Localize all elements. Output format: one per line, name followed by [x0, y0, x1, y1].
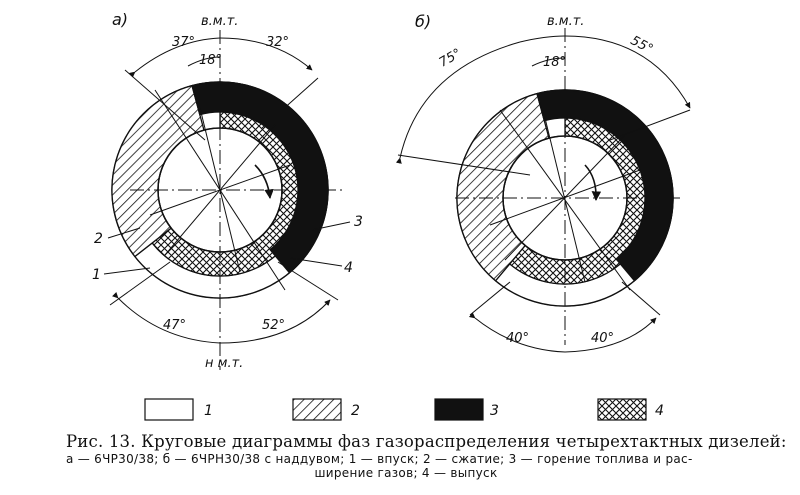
legend-number-3: 3: [490, 403, 499, 419]
diagram-b: б) в.м.т. 75° 55° 18° 40° 40°: [395, 12, 691, 353]
diagram-b-panel-label: б): [415, 12, 431, 31]
diagram-b-angle-bottom-left: 40°: [506, 331, 529, 346]
diagram-b-angle-bottom-right: 40°: [591, 331, 614, 346]
legend-number-2: 2: [351, 403, 360, 419]
diagram-b-rings: [456, 89, 674, 307]
diagram-a-bdc-label: н м.т.: [205, 356, 243, 371]
diagram-a-callout-3: 3: [354, 214, 363, 230]
diagram-a-angle-top-right: 32°: [266, 35, 289, 50]
diagram-a-angle-inner-top: 18°: [199, 53, 222, 68]
legend-swatch-intake: [144, 398, 194, 421]
legend: 1 2 3 4: [144, 398, 664, 421]
diagram-a-tdc-label: в.м.т.: [201, 14, 238, 29]
diagram-a-callout-2: 2: [94, 231, 103, 247]
diagram-a-angle-bottom-right: 52°: [262, 318, 285, 333]
diagram-a-angle-bottom-left: 47°: [163, 318, 186, 333]
diagram-b-angle-inner-top: 18°: [543, 55, 566, 70]
caption-legend-line-continued: ширение газов; 4 — выпуск: [314, 466, 498, 480]
diagram-a-callout-1: 1: [92, 267, 101, 283]
legend-swatch-combustion: [434, 398, 484, 421]
diagram-a-callout-4: 4: [344, 260, 353, 276]
diagram-a-panel-label: а): [112, 10, 128, 29]
caption-title: Рис. 13. Круговые диаграммы фаз газорасп…: [66, 432, 787, 451]
diagram-b-tdc-label: в.м.т.: [547, 14, 584, 29]
diagram-b-angle-top-right: 55°: [628, 33, 655, 57]
figure-caption: Рис. 13. Круговые диаграммы фаз газорасп…: [66, 432, 787, 480]
diagram-b-combustion-band: [536, 89, 674, 282]
diagram-a-angle-top-left: 37°: [172, 35, 195, 50]
diagram-a-guides: [103, 30, 351, 370]
diagram-a-combustion-band: [191, 81, 329, 274]
diagram-b-angle-top-left: 75°: [437, 46, 464, 71]
valve-timing-figure: а) в.м.т. н м.т. 37° 32° 18° 47° 52° 2 1…: [92, 10, 691, 421]
diagram-a-compression-band: [111, 84, 205, 258]
diagram-a: а) в.м.т. н м.т. 37° 32° 18° 47° 52° 2 1…: [92, 10, 363, 371]
caption-legend-line: а — 6ЧР30/38; б — 6ЧРН30/38 с наддувом; …: [66, 452, 693, 466]
legend-swatch-compression: [292, 398, 342, 421]
diagram-b-guides: [395, 28, 691, 353]
legend-swatch-exhaust: [597, 398, 647, 421]
legend-number-4: 4: [655, 403, 664, 419]
legend-number-1: 1: [204, 403, 213, 419]
